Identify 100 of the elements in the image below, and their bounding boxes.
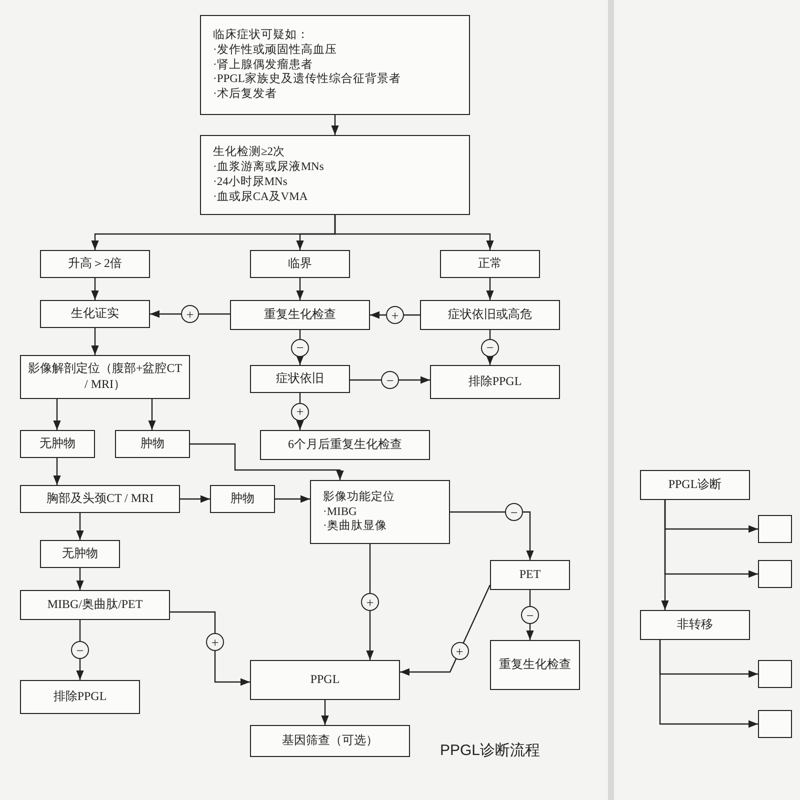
arrow: [350, 376, 430, 384]
box-text: ·PPGL家族史及遗传性综合征背景者: [213, 72, 401, 88]
arrow: [296, 278, 304, 300]
box-text: MIBG/奥曲肽/PET: [47, 597, 143, 613]
edge-label: −: [71, 641, 89, 659]
box-text: 肿物: [140, 436, 164, 452]
edge-label: −: [505, 503, 523, 521]
box-text: PPGL诊断: [668, 477, 722, 493]
edge-label: −: [381, 371, 399, 389]
arrow: [76, 620, 84, 680]
arrow: [526, 590, 534, 640]
arrow: [148, 399, 156, 430]
box-text: 非转移: [677, 617, 713, 633]
box-text: 排除PPGL: [53, 689, 107, 705]
caption: PPGL诊断流程: [440, 741, 540, 761]
box-text: 临床症状可疑如：: [213, 28, 309, 43]
box-text: ·MIBG: [323, 504, 357, 520]
box-text: 肿物: [230, 491, 254, 507]
process-box: [20, 430, 95, 458]
box-text: PPGL: [310, 672, 340, 688]
arrow: [150, 310, 230, 318]
box-text: PET: [519, 567, 541, 583]
box-text: 生化检测≥2次: [213, 145, 286, 160]
empty-box: [758, 710, 792, 738]
arrow: [366, 544, 374, 660]
box-text: 排除PPGL: [468, 374, 522, 390]
box-text: ·术后复发者: [213, 87, 277, 102]
arrow: [334, 215, 494, 250]
process-box: [260, 430, 430, 460]
process-box: [430, 365, 560, 399]
process-box: [20, 485, 180, 513]
process-box: [250, 365, 350, 393]
process-box: [310, 480, 450, 544]
arrow: [180, 495, 210, 503]
arrow: [190, 443, 344, 480]
box-text: 无肿物: [62, 546, 98, 562]
box-text: 基因筛查（可选）: [282, 733, 378, 749]
process-box: [40, 250, 150, 278]
edge-label: −: [481, 338, 499, 356]
process-box: [40, 540, 120, 568]
empty-box: [758, 560, 792, 588]
arrow: [76, 568, 84, 590]
process-box: [440, 250, 540, 278]
arrow: [53, 458, 61, 485]
process-box: [250, 660, 400, 700]
process-box: [210, 485, 275, 513]
process-box: [20, 680, 140, 714]
arrow: [400, 584, 491, 676]
box-text: ·肾上腺偶发瘤患者: [213, 58, 313, 72]
box-text: 重复生化检查: [499, 657, 571, 673]
box-text: 无肿物: [40, 436, 76, 452]
arrow: [486, 278, 494, 300]
box-text: ·24小时尿MNs: [213, 175, 288, 190]
arrow: [486, 330, 494, 365]
box-text: 影像功能定位: [323, 490, 395, 505]
process-box: [250, 250, 350, 278]
process-box: [200, 135, 470, 215]
arrow: [321, 700, 329, 725]
edge-label: +: [361, 593, 379, 611]
edge-label: +: [181, 305, 199, 323]
box-text: ·奥曲肽显像: [323, 519, 387, 534]
box-text: 影像解剖定位（腹部+盆腔CT / MRI）: [26, 361, 184, 393]
process-box: [490, 560, 570, 590]
arrow: [91, 328, 99, 355]
box-text: ·血或尿CA及VMA: [213, 190, 308, 205]
process-box: [250, 725, 410, 757]
edge-label: +: [450, 642, 469, 660]
edge-label: +: [386, 306, 404, 324]
box-text: 升高＞2倍: [68, 256, 122, 272]
box-text: 胸部及头颈CT / MRI: [46, 491, 154, 507]
arrow: [53, 399, 61, 430]
empty-box: [758, 515, 792, 543]
process-box: [420, 300, 560, 330]
arrow: [331, 115, 339, 135]
arrow: [76, 513, 84, 540]
box-text: 6个月后重复生化检查: [288, 437, 402, 453]
box-text: 临界: [288, 256, 312, 272]
process-box: [200, 15, 470, 115]
arrow: [450, 511, 534, 560]
edge-label: −: [521, 606, 539, 624]
process-box: [230, 300, 370, 330]
box-text: 症状依旧: [276, 371, 324, 387]
box-text: 生化证实: [71, 306, 119, 322]
process-box: [20, 355, 190, 399]
arrow: [659, 640, 758, 728]
process-box: [490, 640, 580, 690]
empty-box: [758, 660, 792, 688]
process-box: [40, 300, 150, 328]
edge-label: +: [206, 633, 224, 651]
box-text: ·发作性或顽固性高血压: [213, 42, 337, 58]
arrow: [91, 278, 99, 300]
arrow: [296, 330, 304, 365]
arrow: [275, 495, 310, 503]
arrow: [661, 500, 669, 610]
box-text: 重复生化检查: [264, 307, 336, 323]
box-text: 正常: [478, 256, 502, 272]
box-text: 症状依旧或高危: [448, 307, 532, 323]
process-box: [20, 590, 170, 620]
process-box: [115, 430, 190, 458]
process-box: [640, 470, 750, 500]
